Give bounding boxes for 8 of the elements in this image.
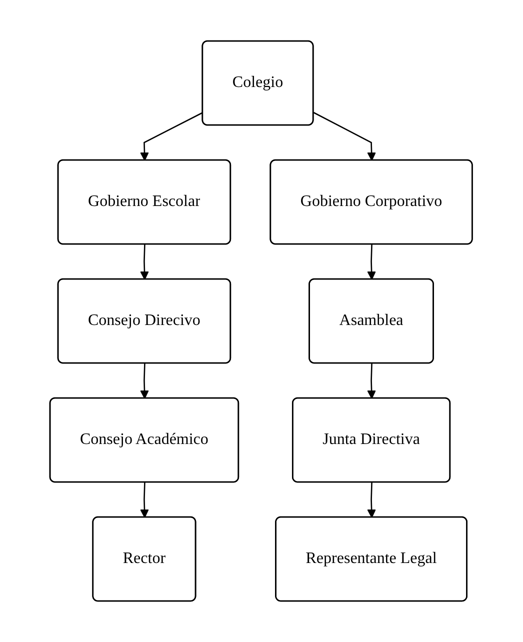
arrow	[368, 363, 376, 399]
arrow	[140, 112, 204, 161]
arrow	[368, 482, 376, 518]
arrow	[368, 244, 376, 280]
arrow	[314, 112, 376, 161]
arrow	[140, 244, 150, 280]
arrow	[140, 482, 150, 518]
arrow	[140, 363, 150, 399]
